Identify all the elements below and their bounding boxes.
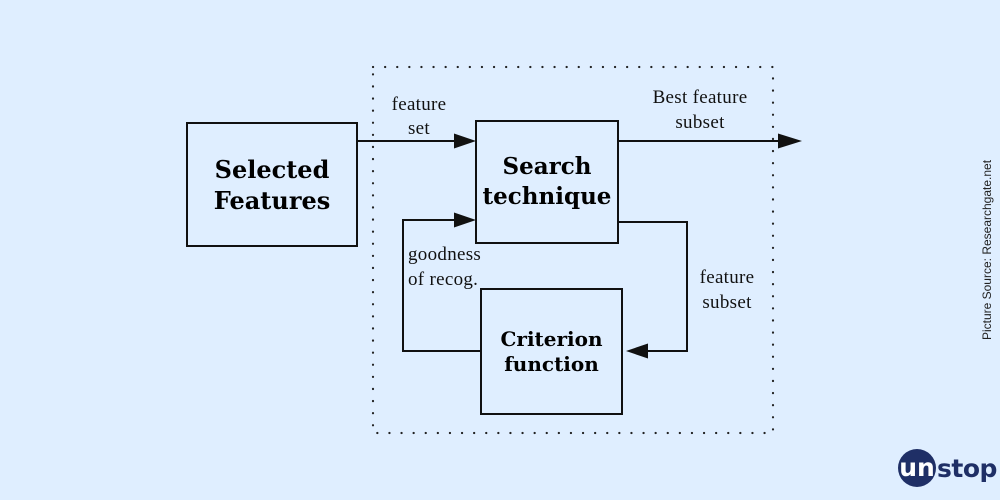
feature-set-label: feature set xyxy=(391,94,447,139)
best-feature-subset-label: Best feature subset xyxy=(652,87,748,133)
logo-wordmark: stop xyxy=(937,453,997,483)
arrow-feature-subset-head xyxy=(626,343,648,359)
arrow-output-head xyxy=(778,133,802,149)
logo-circle: un xyxy=(898,449,936,487)
arrow-goodness-line xyxy=(402,219,480,352)
feature-subset-label: feature subset xyxy=(699,267,755,313)
criterion-function-box: Criterion function xyxy=(480,288,623,415)
arrow-feature-set-head xyxy=(454,133,476,149)
search-technique-box: Search technique xyxy=(475,120,619,244)
arrow-feature-subset-line xyxy=(619,221,688,352)
picture-source-caption: Picture Source: Researchgate.net xyxy=(980,159,994,341)
arrow-goodness-head xyxy=(454,212,476,228)
goodness-of-recog-label: goodness of recog. xyxy=(408,244,482,290)
selected-features-box: Selected Features xyxy=(186,122,358,247)
unstop-logo[interactable]: un stop xyxy=(898,446,997,490)
